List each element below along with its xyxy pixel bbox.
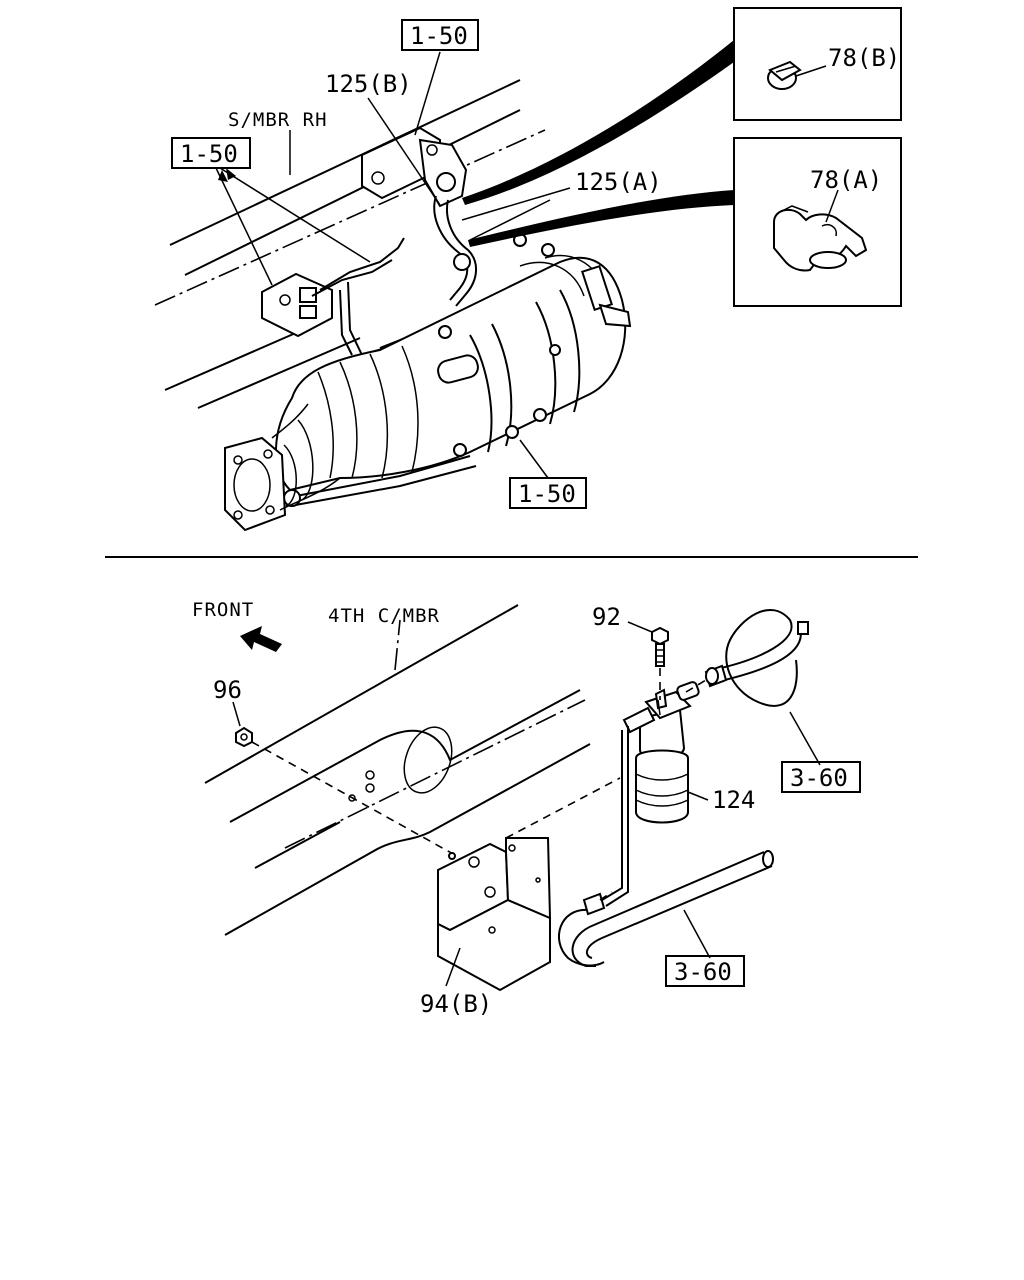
side-member-label: S/MBR RH [228, 109, 328, 131]
svg-text:3-60: 3-60 [790, 764, 848, 792]
bolt-92-icon [651, 626, 669, 667]
svg-text:1-50: 1-50 [180, 140, 238, 168]
upper-hose-icon [685, 608, 809, 707]
part-label-125b: 125(B) [325, 70, 412, 98]
part-label-94b: 94(B) [420, 990, 492, 1018]
top-leaders [215, 51, 571, 479]
side-member-frame [154, 79, 546, 409]
detail-box-78a: 78(A) [733, 137, 902, 307]
cross-member-label: 4TH C/MBR [328, 605, 440, 627]
cross-member-frame [204, 604, 591, 936]
ref-box-upper-hose[interactable]: 3-60 [781, 761, 861, 793]
clip-78a-icon [773, 205, 868, 272]
left-bracket [261, 237, 405, 338]
inlet-flange [224, 403, 341, 532]
clip-78b-icon [767, 60, 802, 90]
ref-box-lower-hose[interactable]: 3-60 [665, 955, 745, 987]
detail-box-78b: 78(B) [733, 7, 902, 121]
part-label-78a: 78(A) [810, 166, 882, 194]
svg-text:3-60: 3-60 [674, 958, 732, 986]
nut-96-icon [235, 726, 253, 748]
callout-wedges [462, 40, 734, 247]
front-arrow-icon [240, 626, 282, 652]
part-label-92: 92 [592, 603, 621, 631]
canister-124-icon [601, 681, 700, 907]
svg-text:1-50: 1-50 [410, 22, 468, 50]
part-label-96: 96 [213, 676, 242, 704]
lower-hose-icon [558, 850, 774, 967]
sensor-hose-b-drawing [433, 195, 477, 307]
part-label-78b: 78(B) [828, 44, 900, 72]
converter-body [274, 233, 632, 492]
ref-box-upper[interactable]: 1-50 [401, 19, 479, 51]
part-label-124: 124 [712, 786, 755, 814]
part-label-125a: 125(A) [575, 168, 662, 196]
ref-box-left[interactable]: 1-50 [171, 137, 251, 169]
front-label: FRONT [192, 599, 254, 621]
svg-text:1-50: 1-50 [518, 480, 576, 508]
bottom-section: FRONT [192, 599, 861, 1018]
top-section: S/MBR RH 1-50 1-50 1-50 125(B) 125(A) 78… [154, 7, 902, 532]
ref-box-lower[interactable]: 1-50 [509, 477, 587, 509]
bracket-94b-icon [437, 837, 552, 992]
upper-bracket [361, 126, 468, 208]
